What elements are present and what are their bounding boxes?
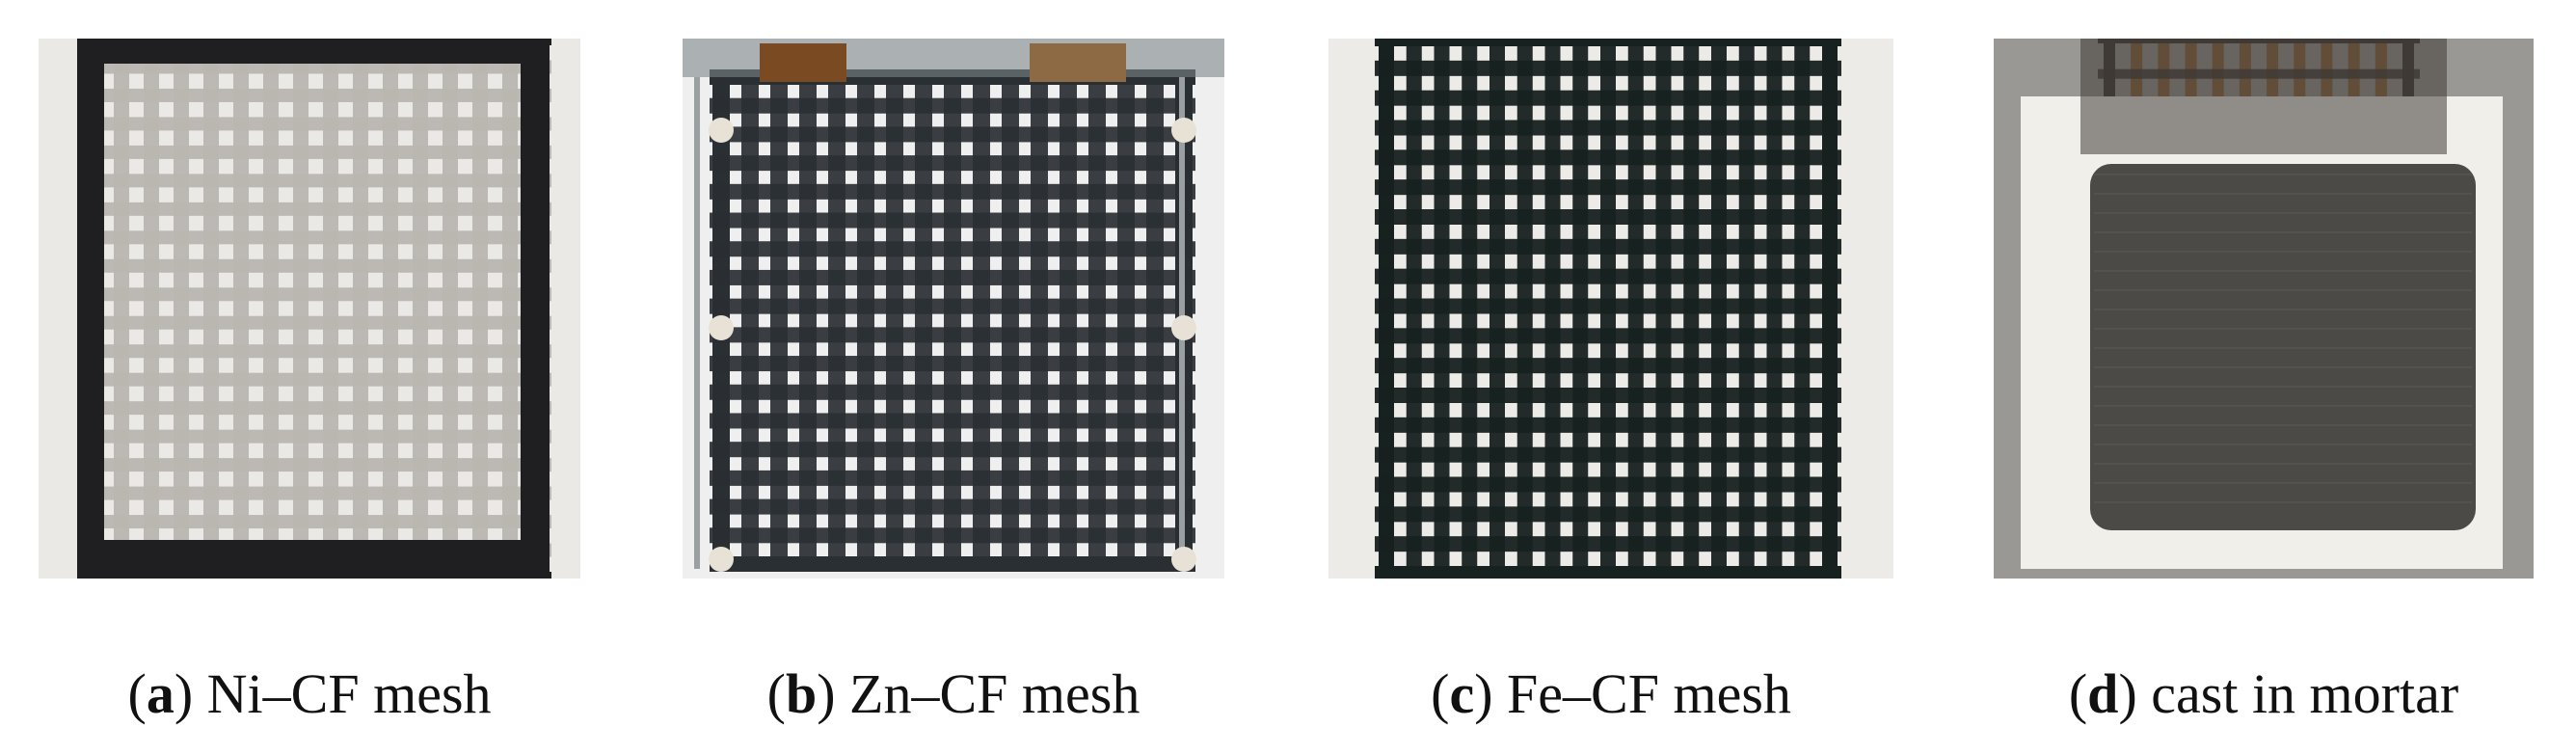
caption-c: (c) Fe–CF mesh	[1431, 662, 1791, 725]
caption-letter-b: b	[785, 662, 818, 725]
caption-text-d: cast in mortar	[2151, 662, 2459, 725]
photo-cast-in-mortar	[1994, 39, 2534, 579]
photo-ni-cf-mesh	[39, 39, 580, 579]
caption-letter-c: c	[1449, 662, 1475, 725]
mesh-photo-graphic	[683, 39, 1224, 579]
caption-letter-d: d	[2087, 662, 2119, 725]
caption-text-b: Zn–CF mesh	[849, 662, 1140, 725]
caption-letter-a: a	[146, 662, 174, 725]
photo-fe-cf-mesh	[1328, 39, 1893, 579]
mesh-photo-graphic	[1994, 39, 2534, 579]
photo-zn-cf-mesh	[683, 39, 1224, 579]
caption-b: (b) Zn–CF mesh	[766, 662, 1140, 725]
caption-text-a: Ni–CF mesh	[206, 662, 492, 725]
caption-d: (d) cast in mortar	[2068, 662, 2459, 725]
caption-a: (a) Ni–CF mesh	[127, 662, 492, 725]
caption-text-c: Fe–CF mesh	[1507, 662, 1791, 725]
mesh-photo-graphic	[1328, 39, 1893, 579]
mesh-photo-graphic	[39, 39, 580, 579]
